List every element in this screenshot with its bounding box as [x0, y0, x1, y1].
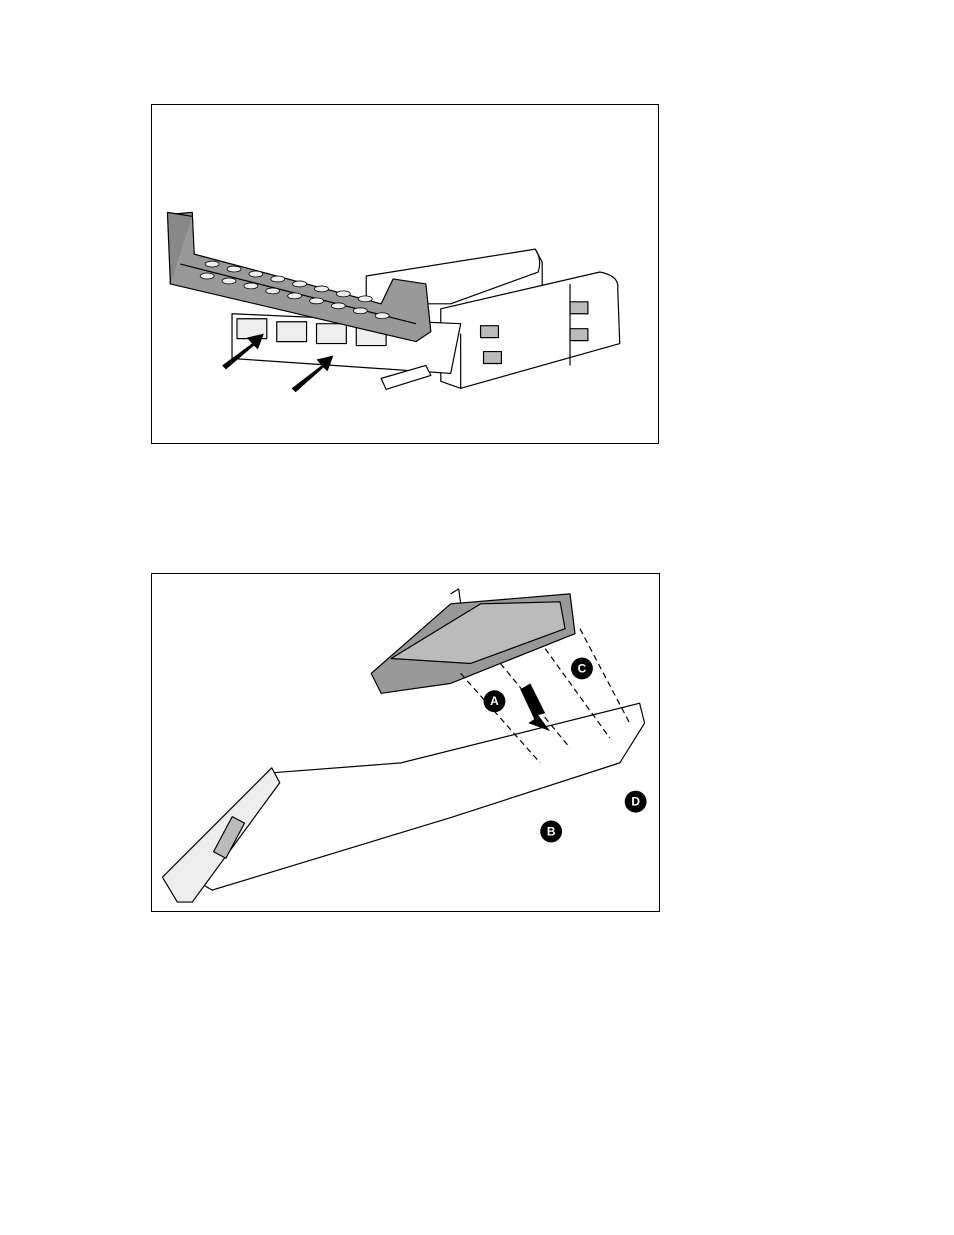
- callout-a: A: [484, 690, 506, 712]
- svg-text:D: D: [631, 795, 640, 809]
- svg-text:B: B: [547, 824, 556, 838]
- illustration-battery-tray: [152, 105, 658, 443]
- arrow-down-icon: [520, 683, 550, 731]
- callout-b: B: [540, 821, 562, 843]
- callout-d: D: [625, 791, 647, 813]
- figure-battery-tray-removal: [151, 104, 659, 444]
- svg-text:A: A: [490, 694, 499, 708]
- battery-assembly: [371, 589, 575, 693]
- controller-board: [162, 703, 644, 902]
- callout-c: C: [571, 658, 593, 680]
- figure-battery-mounting: A B C D: [151, 573, 660, 912]
- illustration-battery-mounting: A B C D: [152, 574, 659, 911]
- svg-text:C: C: [578, 661, 587, 675]
